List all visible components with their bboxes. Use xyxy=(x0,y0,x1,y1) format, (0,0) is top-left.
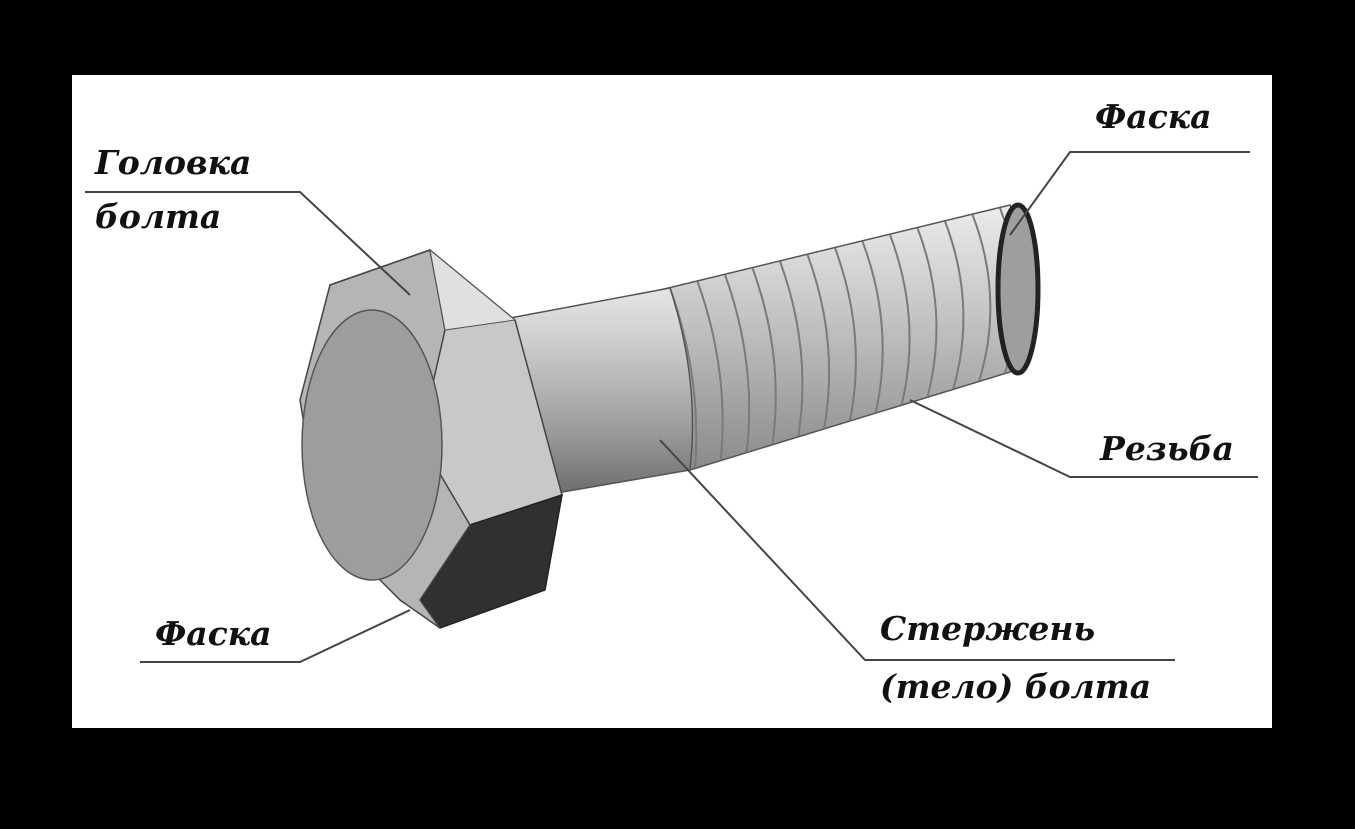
thread-ridge xyxy=(944,220,965,390)
thread-end-chamfer xyxy=(995,202,1041,376)
thread-ridge xyxy=(916,227,938,398)
label-shank-2: (тело) болта xyxy=(880,667,1152,706)
thread-ridge xyxy=(751,267,777,445)
bolt-head xyxy=(299,248,563,629)
thread-ridge xyxy=(779,260,804,437)
thread-ridge xyxy=(696,280,724,461)
thread-ridge xyxy=(806,254,831,429)
shank xyxy=(509,287,694,496)
label-head: Головка xyxy=(95,143,252,182)
thread-ridge xyxy=(724,274,751,453)
label-thread: Резьба xyxy=(1100,429,1234,468)
thread-ridge xyxy=(861,240,884,413)
leader-lines xyxy=(85,151,1258,663)
thread-ridge xyxy=(834,247,857,421)
thread-section xyxy=(659,202,1041,471)
label-head-2: болта xyxy=(95,197,222,236)
label-chamfer-top: Фаска xyxy=(1095,97,1212,136)
label-shank: Стержень xyxy=(880,609,1096,648)
thread-ridge xyxy=(889,234,911,405)
head-face xyxy=(301,309,443,581)
label-chamfer-bottom: Фаска xyxy=(155,614,272,653)
thread-ridge xyxy=(971,214,992,382)
